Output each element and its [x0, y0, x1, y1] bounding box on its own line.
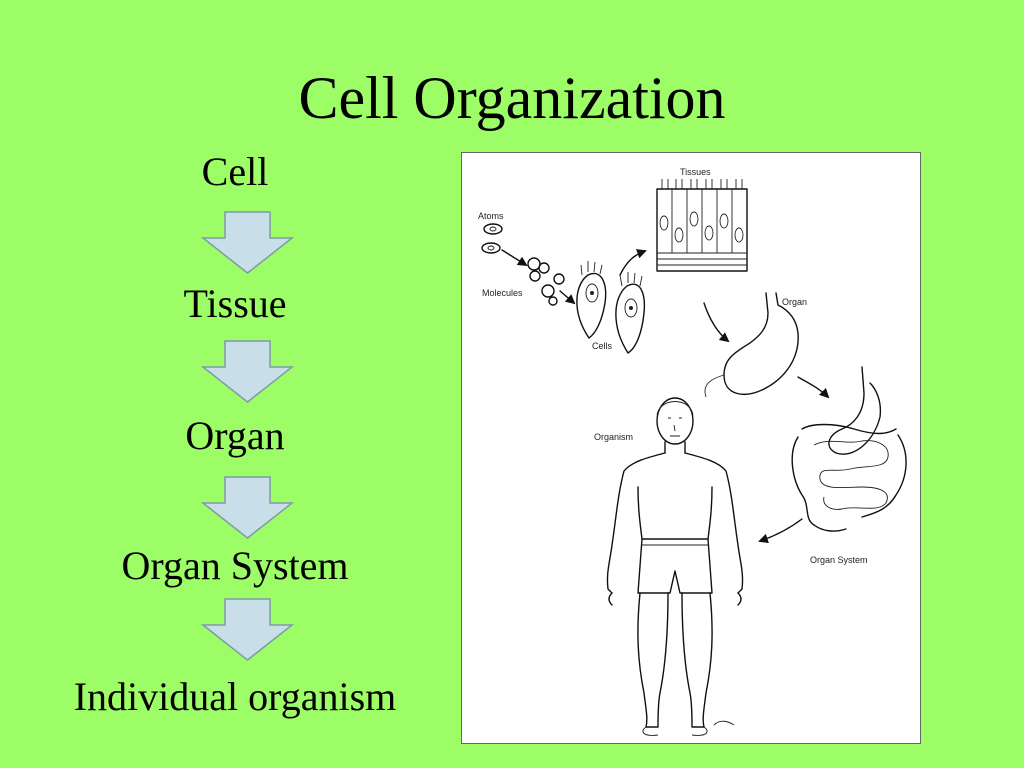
atoms-icon — [481, 223, 503, 254]
step-organ: Organ — [185, 413, 285, 458]
step-individual-organism: Individual organism — [73, 674, 397, 719]
tissues-icon — [656, 179, 748, 272]
down-arrow-icon — [200, 476, 295, 539]
down-arrow-icon — [200, 598, 295, 661]
organization-illustration: Atoms Molecules Cells — [478, 167, 907, 736]
digestive-system-icon — [791, 366, 907, 532]
label-organ-system: Organ System — [810, 555, 868, 565]
stomach-organ-icon — [704, 292, 799, 398]
label-cells: Cells — [592, 341, 613, 351]
down-arrow-icon — [200, 340, 295, 403]
step-cell: Cell — [201, 149, 269, 194]
step-tissue: Tissue — [183, 281, 287, 326]
cells-icon — [576, 261, 646, 354]
label-organ: Organ — [782, 297, 807, 307]
organization-figure: Atoms Molecules Cells — [461, 152, 921, 744]
label-tissues: Tissues — [680, 167, 711, 177]
step-organ-system: Organ System — [121, 543, 349, 588]
label-organism: Organism — [594, 432, 633, 442]
label-atoms: Atoms — [478, 211, 504, 221]
molecules-icon — [527, 257, 565, 306]
slide-title: Cell Organization — [298, 65, 726, 131]
down-arrow-icon — [200, 211, 295, 274]
human-figure-icon — [606, 397, 744, 736]
label-molecules: Molecules — [482, 288, 523, 298]
